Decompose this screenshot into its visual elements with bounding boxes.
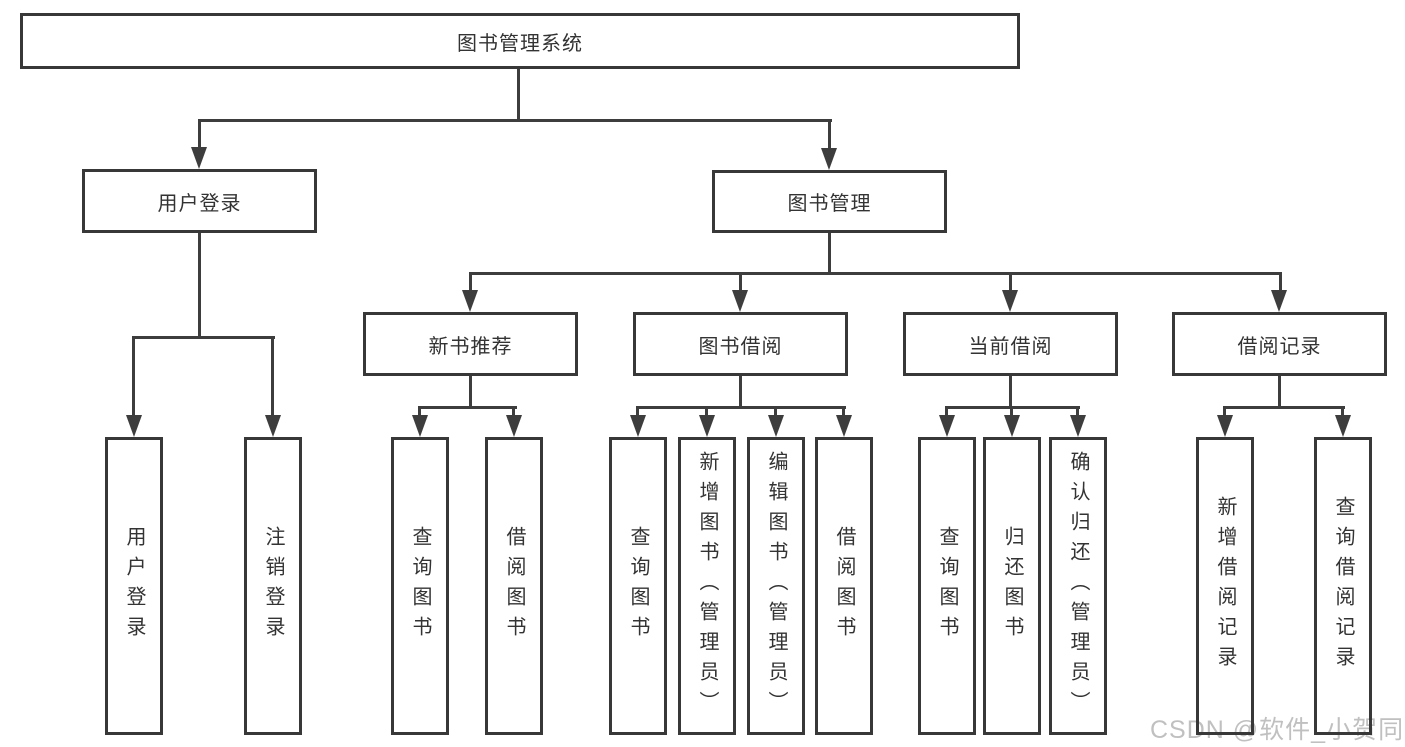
connector-line — [636, 406, 639, 418]
connector-line — [198, 119, 832, 122]
node-library-management-system: 图书管理系统 — [20, 13, 1020, 69]
leaf-label: 借阅图书 — [503, 526, 525, 646]
node-book-management: 图书管理 — [712, 170, 947, 233]
connector-line — [1223, 406, 1345, 409]
arrowhead — [1271, 290, 1287, 312]
connector-line — [1223, 406, 1226, 418]
leaf-query-books-recommendation: 查询图书 — [391, 437, 449, 735]
leaf-label: 注销登录 — [262, 526, 284, 646]
node-label: 图书借阅 — [698, 335, 783, 358]
node-borrowing-records: 借阅记录 — [1172, 312, 1387, 376]
connector-line — [469, 272, 472, 293]
connector-line — [828, 119, 831, 150]
connector-line — [739, 272, 742, 293]
leaf-edit-books-admin: 编辑图书（管理员） — [747, 437, 805, 735]
node-book-borrowing: 图书借阅 — [633, 312, 848, 376]
connector-line — [512, 406, 515, 418]
connector-line — [198, 233, 201, 336]
arrowhead — [1002, 290, 1018, 312]
arrowhead — [1004, 415, 1020, 437]
leaf-label: 查询借阅记录 — [1332, 496, 1354, 676]
leaf-label: 归还图书 — [1001, 526, 1023, 646]
node-user-login: 用户登录 — [82, 169, 317, 233]
connector-line — [1010, 406, 1013, 418]
connector-line — [1076, 406, 1079, 418]
connector-line — [418, 406, 517, 409]
arrowhead — [836, 415, 852, 437]
leaf-confirm-return-admin: 确认归还（管理员） — [1049, 437, 1107, 735]
connector-line — [705, 406, 708, 418]
arrowhead — [699, 415, 715, 437]
leaf-label: 新增借阅记录 — [1214, 496, 1236, 676]
leaf-label: 确认归还（管理员） — [1067, 451, 1089, 721]
connector-line — [945, 406, 948, 418]
arrowhead — [265, 415, 281, 437]
leaf-logout: 注销登录 — [244, 437, 302, 735]
csdn-watermark: CSDN @软件_小贺同学 — [1150, 716, 1405, 744]
connector-line — [1009, 272, 1012, 293]
connector-line — [828, 233, 831, 272]
leaf-label: 新增图书（管理员） — [696, 451, 718, 721]
leaf-borrow-books-recommendation: 借阅图书 — [485, 437, 543, 735]
node-label: 新书推荐 — [428, 335, 513, 358]
arrowhead — [191, 147, 207, 169]
arrowhead — [506, 415, 522, 437]
leaf-return-books: 归还图书 — [983, 437, 1041, 735]
leaf-label: 用户登录 — [123, 526, 145, 646]
arrowhead — [126, 415, 142, 437]
arrowhead — [939, 415, 955, 437]
connector-line — [132, 336, 275, 339]
arrowhead — [630, 415, 646, 437]
leaf-borrow-books: 借阅图书 — [815, 437, 873, 735]
arrowhead — [1335, 415, 1351, 437]
arrowhead — [732, 290, 748, 312]
connector-line — [842, 406, 845, 418]
leaf-add-books-admin: 新增图书（管理员） — [678, 437, 736, 735]
connector-line — [1341, 406, 1344, 418]
arrowhead — [1070, 415, 1086, 437]
leaf-query-borrow-record: 查询借阅记录 — [1314, 437, 1372, 735]
connector-line — [739, 376, 742, 406]
connector-line — [132, 336, 135, 415]
connector-line — [271, 336, 274, 415]
leaf-user-login: 用户登录 — [105, 437, 163, 735]
arrowhead — [412, 415, 428, 437]
node-label: 当前借阅 — [968, 335, 1053, 358]
node-label: 用户登录 — [157, 192, 242, 215]
connector-line — [517, 69, 520, 119]
node-new-book-recommendation: 新书推荐 — [363, 312, 578, 376]
arrowhead — [768, 415, 784, 437]
leaf-label: 查询图书 — [409, 526, 431, 646]
connector-line — [469, 272, 1282, 275]
leaf-query-books-borrowing: 查询图书 — [609, 437, 667, 735]
node-label: 图书管理系统 — [457, 32, 583, 55]
connector-line — [198, 119, 201, 149]
arrowhead — [821, 148, 837, 170]
connector-line — [1009, 376, 1012, 406]
node-label: 借阅记录 — [1237, 335, 1322, 358]
arrowhead — [1217, 415, 1233, 437]
arrowhead — [462, 290, 478, 312]
leaf-label: 查询图书 — [936, 526, 958, 646]
node-current-borrowing: 当前借阅 — [903, 312, 1118, 376]
leaf-label: 编辑图书（管理员） — [765, 451, 787, 721]
connector-line — [418, 406, 421, 418]
leaf-add-borrow-record: 新增借阅记录 — [1196, 437, 1254, 735]
leaf-label: 借阅图书 — [833, 526, 855, 646]
leaf-label: 查询图书 — [627, 526, 649, 646]
connector-line — [1278, 376, 1281, 406]
connector-line — [774, 406, 777, 418]
node-label: 图书管理 — [787, 193, 872, 215]
connector-line — [1279, 272, 1282, 293]
connector-line — [469, 376, 472, 406]
leaf-query-books-current: 查询图书 — [918, 437, 976, 735]
connector-line — [636, 406, 846, 409]
